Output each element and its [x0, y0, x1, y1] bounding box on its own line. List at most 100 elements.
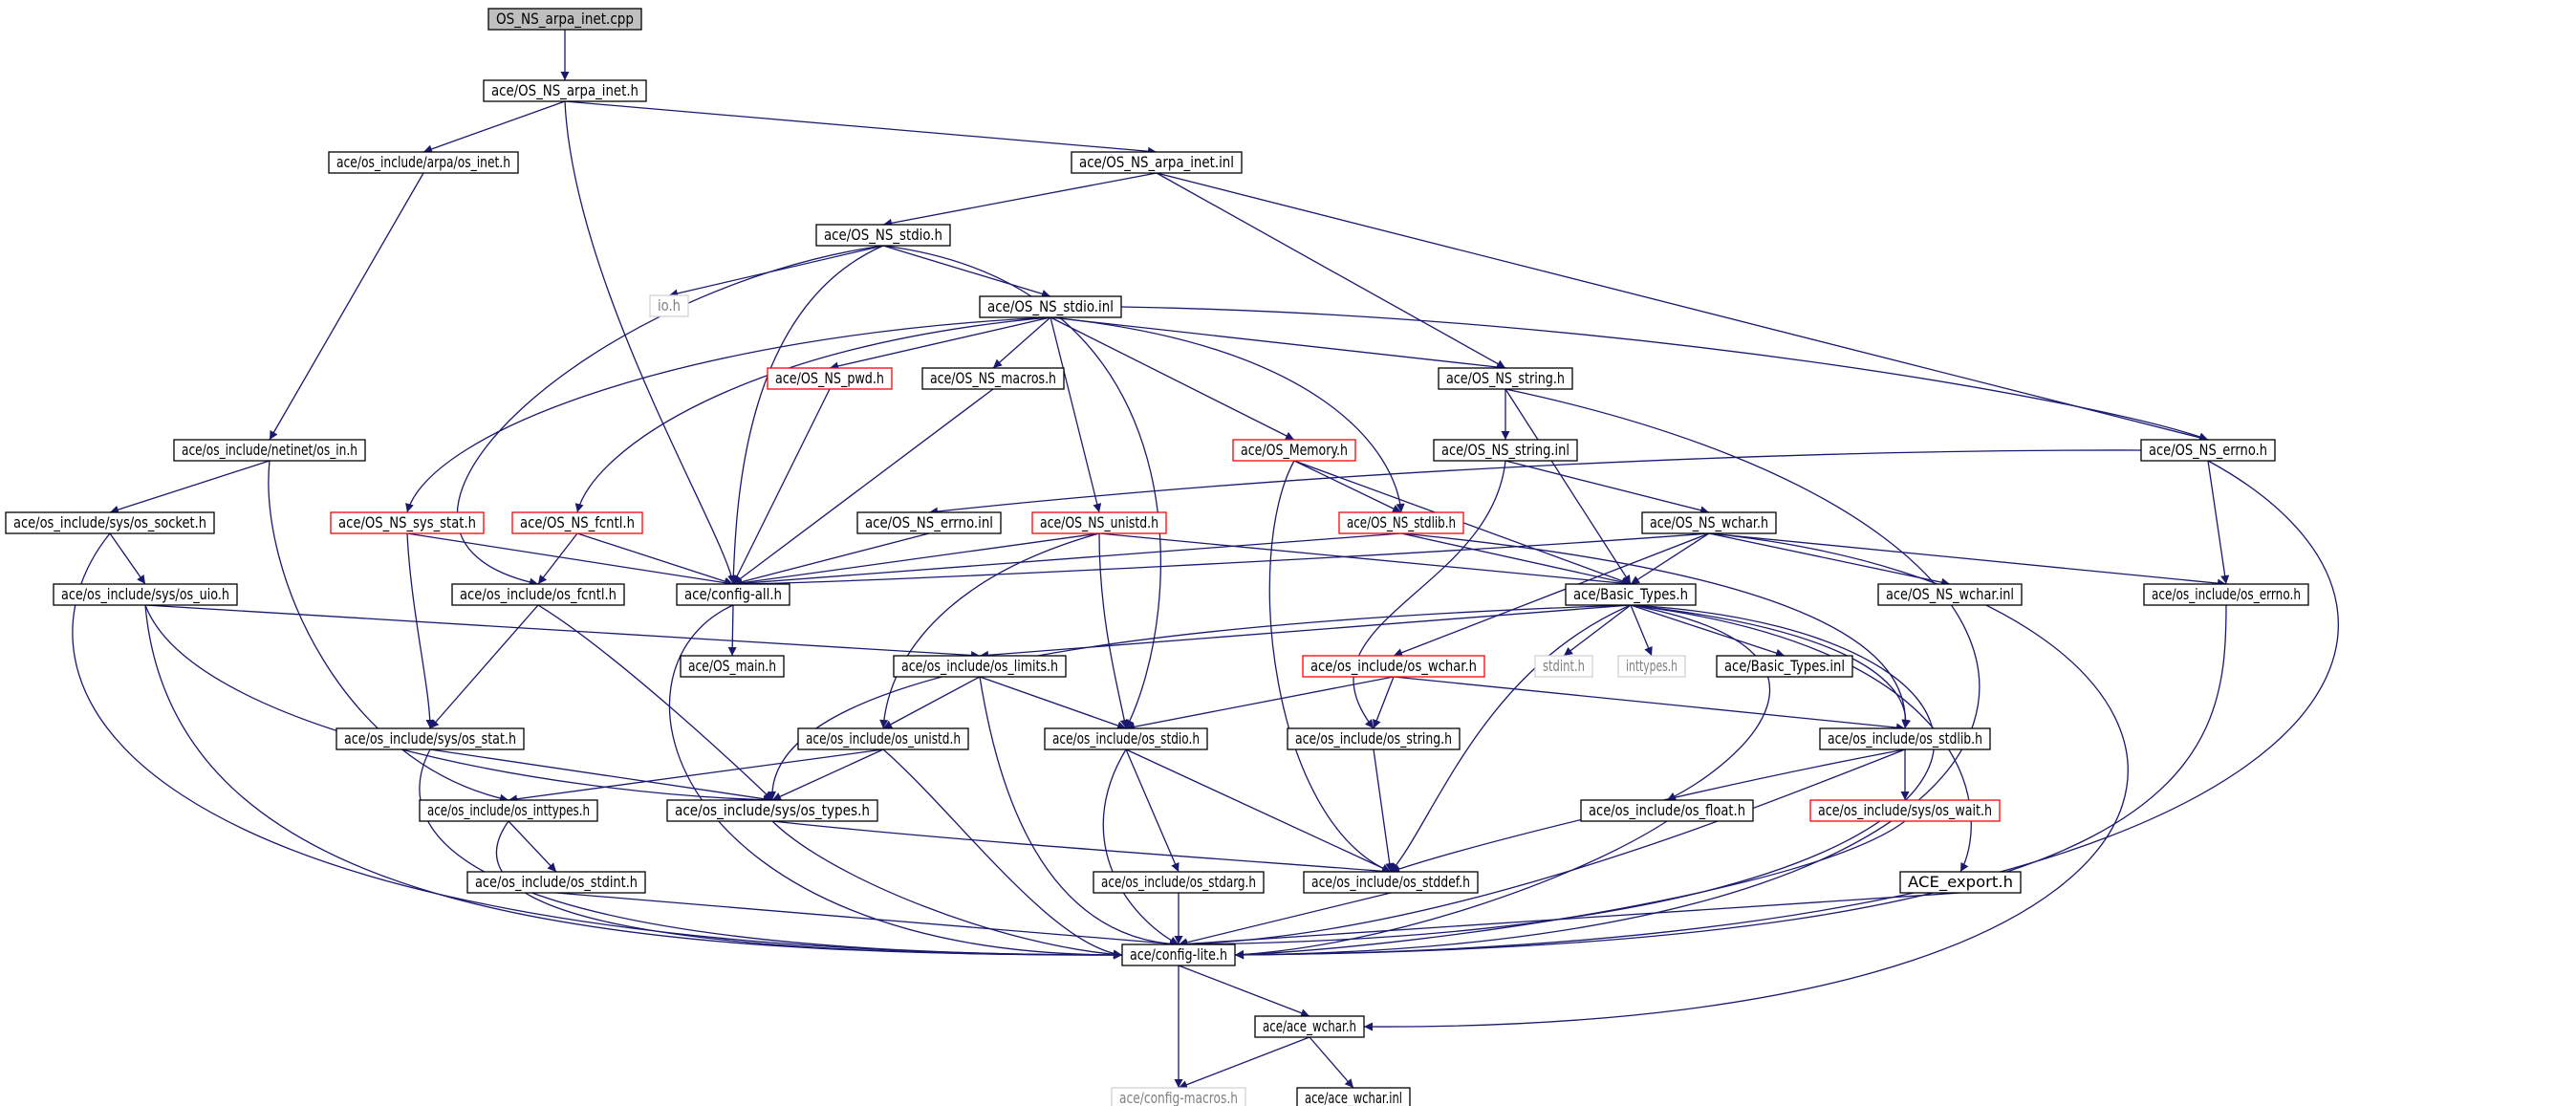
- node-os-stdlib[interactable]: ace/os_include/os_stdlib.h: [1819, 727, 1991, 750]
- node-string-inl[interactable]: ace/OS_NS_string.inl: [1433, 439, 1578, 462]
- node-os-float[interactable]: ace/os_include/os_float.h: [1580, 799, 1754, 822]
- node-arpa-inl[interactable]: ace/OS_NS_arpa_inet.inl: [1071, 151, 1243, 174]
- node-os-stdarg[interactable]: ace/os_include/os_stdarg.h: [1093, 871, 1265, 894]
- node-inttypes-ext[interactable]: inttypes.h: [1617, 655, 1686, 678]
- node-basic-inl[interactable]: ace/Basic_Types.inl: [1716, 655, 1853, 678]
- node-ace-wchar[interactable]: ace/ace_wchar.h: [1254, 1015, 1365, 1038]
- edge-errno_h-to-os_errno: [2207, 460, 2230, 585]
- node-os-fcntl[interactable]: ace/os_include/os_fcntl.h: [451, 583, 625, 606]
- node-pwd[interactable]: ace/OS_NS_pwd.h: [767, 367, 893, 390]
- edge-basic_types-to-config_lite: [1178, 604, 1935, 949]
- node-label: ace/OS_NS_arpa_inet.inl: [1079, 153, 1234, 172]
- edge-os_inet-to-os_in: [269, 172, 424, 441]
- edge-wchar_h-to-os_errno: [1708, 532, 2227, 588]
- edge-config_lite-to-ace_wchar: [1178, 965, 1310, 1017]
- node-label: ace/os_include/os_stddef.h: [1311, 873, 1470, 892]
- edge-pwd-to-config_all: [732, 388, 831, 585]
- node-label: ace/os_include/os_float.h: [1589, 801, 1745, 820]
- node-os-uio[interactable]: ace/os_include/sys/os_uio.h: [53, 583, 238, 606]
- node-stdio-inl[interactable]: ace/OS_NS_stdio.inl: [979, 295, 1122, 318]
- node-io[interactable]: io.h: [649, 294, 689, 317]
- edge-sys_stat-to-config_all: [406, 532, 734, 588]
- node-macros[interactable]: ace/OS_NS_macros.h: [921, 367, 1065, 390]
- node-config-macros[interactable]: ace/config-macros.h: [1111, 1087, 1246, 1106]
- node-box: [856, 511, 1002, 534]
- node-fcntl[interactable]: ace/OS_NS_fcntl.h: [511, 511, 643, 534]
- edge-stdio_inl-to-stdlib: [1050, 316, 1405, 513]
- edge-arpa_h-to-config_all: [564, 100, 737, 585]
- node-os-stddef[interactable]: ace/os_include/os_stddef.h: [1303, 871, 1479, 894]
- edge-macros-to-config_all: [732, 388, 994, 585]
- node-box: [1580, 799, 1754, 822]
- node-os-wchar[interactable]: ace/os_include/os_wchar.h: [1302, 655, 1485, 678]
- node-root[interactable]: OS_NS_arpa_inet.cpp: [487, 8, 642, 31]
- edge-basic_types-to-os_limits: [979, 604, 1632, 660]
- node-label: ace/os_include/os_wchar.h: [1310, 657, 1477, 676]
- edge-string_h-to-config_lite: [1234, 388, 1981, 960]
- node-string-h[interactable]: ace/OS_NS_string.h: [1438, 367, 1573, 390]
- node-os-inttypes[interactable]: ace/os_include/os_inttypes.h: [419, 799, 598, 822]
- edge-os_in-to-os_inttypes: [268, 460, 509, 803]
- node-os-errno[interactable]: ace/os_include/os_errno.h: [2143, 583, 2309, 606]
- node-os-inet[interactable]: ace/os_include/arpa/os_inet.h: [328, 151, 519, 174]
- node-box: [676, 583, 790, 606]
- node-stdlib[interactable]: ace/OS_NS_stdlib.h: [1338, 511, 1464, 534]
- node-box: [797, 727, 969, 750]
- node-os-limits[interactable]: ace/os_include/os_limits.h: [893, 655, 1067, 678]
- node-os-stdio[interactable]: ace/os_include/os_stdio.h: [1044, 727, 1208, 750]
- node-label: ace/Basic_Types.inl: [1724, 657, 1845, 676]
- node-label: ace/os_include/os_errno.h: [2152, 585, 2301, 604]
- node-config-all[interactable]: ace/config-all.h: [676, 583, 790, 606]
- node-os-wait[interactable]: ace/os_include/sys/os_wait.h: [1809, 799, 2001, 822]
- node-basic-types[interactable]: ace/Basic_Types.h: [1565, 583, 1697, 606]
- edge-stdlib-to-basic_types: [1400, 532, 1632, 587]
- node-label: ace/config-all.h: [684, 585, 782, 603]
- node-arpa-h[interactable]: ace/OS_NS_arpa_inet.h: [483, 79, 647, 102]
- node-box: [815, 224, 951, 247]
- node-box: [1093, 871, 1265, 894]
- node-label: io.h: [658, 296, 681, 314]
- node-box: [767, 367, 893, 390]
- node-sys-stat[interactable]: ace/OS_NS_sys_stat.h: [330, 511, 485, 534]
- node-box: [1296, 1087, 1411, 1106]
- node-label: ace/config-macros.h: [1119, 1089, 1238, 1106]
- edge-os_wchar-to-os_stdlib: [1393, 676, 1906, 732]
- node-label: ace/OS_NS_stdio.inl: [987, 297, 1114, 316]
- edge-os_in-to-os_socket: [109, 460, 271, 514]
- node-label: ace/OS_Memory.h: [1241, 441, 1348, 460]
- node-os-socket[interactable]: ace/os_include/sys/os_socket.h: [5, 511, 215, 534]
- node-stdint[interactable]: stdint.h: [1534, 655, 1593, 678]
- node-os-types[interactable]: ace/os_include/sys/os_types.h: [666, 799, 878, 822]
- node-label: ace/os_include/os_stdarg.h: [1101, 873, 1256, 892]
- node-os-unistd[interactable]: ace/os_include/os_unistd.h: [797, 727, 969, 750]
- node-wchar-inl[interactable]: ace/OS_NS_wchar.inl: [1877, 583, 2023, 606]
- edge-stdio_h-to-config_all: [728, 245, 884, 585]
- edge-os_types-to-config_lite: [771, 820, 1123, 959]
- node-os-in[interactable]: ace/os_include/netinet/os_in.h: [173, 439, 366, 462]
- node-stdio-h[interactable]: ace/OS_NS_stdio.h: [815, 224, 951, 247]
- edge-stdio_inl-to-string_h: [1050, 316, 1506, 372]
- node-ace-export[interactable]: ACE_export.h: [1899, 871, 2022, 894]
- node-config-lite[interactable]: ace/config-lite.h: [1121, 943, 1236, 966]
- node-errno-inl[interactable]: ace/OS_NS_errno.inl: [856, 511, 1002, 534]
- node-box: [511, 511, 643, 534]
- node-os-string[interactable]: ace/os_include/os_string.h: [1287, 727, 1461, 750]
- node-ace-wchar-inl[interactable]: ace/ace_wchar.inl: [1296, 1087, 1411, 1106]
- node-memory[interactable]: ace/OS_Memory.h: [1232, 439, 1356, 462]
- node-wchar-h[interactable]: ace/OS_NS_wchar.h: [1641, 511, 1777, 534]
- node-sys-os-stat[interactable]: ace/os_include/sys/os_stat.h: [336, 727, 525, 750]
- node-errno-h[interactable]: ace/OS_NS_errno.h: [2140, 439, 2276, 462]
- node-box: [1809, 799, 2001, 822]
- node-label: ace/OS_NS_string.inl: [1441, 441, 1569, 460]
- node-box: [1716, 655, 1853, 678]
- node-box: [1303, 871, 1479, 894]
- node-os-main[interactable]: ace/OS_main.h: [680, 655, 785, 678]
- node-unistd[interactable]: ace/OS_NS_unistd.h: [1031, 511, 1167, 534]
- node-box: [53, 583, 238, 606]
- node-label: ace/os_include/os_inttypes.h: [427, 801, 590, 820]
- edge-stdio_inl-to-sys_stat: [405, 316, 1051, 513]
- edge-arpa_inl-to-string_h: [1156, 172, 1506, 369]
- node-os-stdint[interactable]: ace/os_include/os_stdint.h: [466, 871, 646, 894]
- node-label: ace/os_include/sys/os_stat.h: [344, 729, 516, 748]
- edge-os_wchar-to-os_stdio: [1125, 676, 1395, 731]
